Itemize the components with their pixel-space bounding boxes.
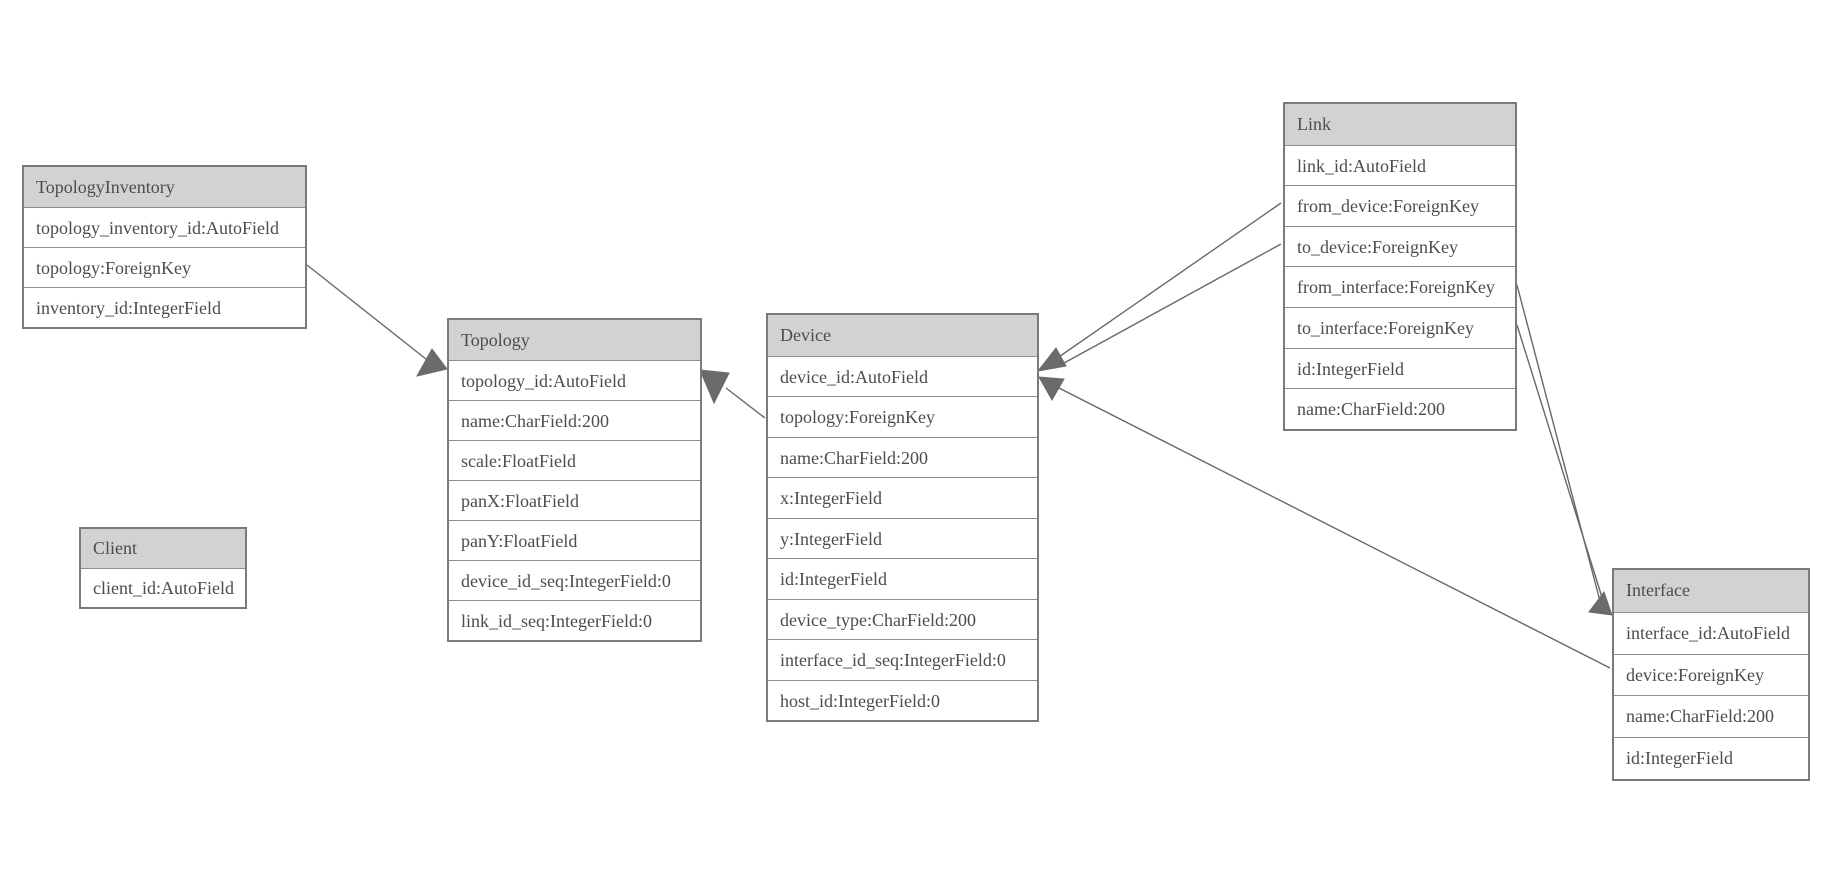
field-label: inventory_id:IntegerField (36, 298, 221, 318)
field-row: topology_id:AutoField (449, 360, 700, 400)
field-row: scale:FloatField (449, 440, 700, 480)
field-row: name:CharField:200 (1614, 695, 1808, 738)
field-label: x:IntegerField (780, 488, 882, 508)
field-label: topology:ForeignKey (780, 407, 935, 427)
field-row: interface_id_seq:IntegerField:0 (768, 639, 1037, 680)
field-label: name:CharField:200 (1297, 399, 1445, 420)
field-row: link_id_seq:IntegerField:0 (449, 600, 700, 640)
entity-title: Link (1297, 114, 1331, 134)
field-label: device:ForeignKey (1626, 664, 1764, 685)
entity-table-device[interactable]: Device device_id:AutoField topology:Fore… (766, 313, 1039, 722)
entity-title: Client (93, 538, 137, 558)
field-row: name:CharField:200 (1285, 388, 1515, 429)
field-row: id:IntegerField (1285, 347, 1515, 389)
entity-title: Topology (461, 330, 530, 350)
field-label: link_id_seq:IntegerField:0 (461, 611, 652, 631)
field-label: from_interface:ForeignKey (1297, 277, 1495, 298)
field-row: link_id:AutoField (1285, 144, 1515, 186)
field-row: from_interface:ForeignKey (1285, 266, 1515, 307)
field-label: scale:FloatField (461, 451, 576, 471)
field-row: client_id:AutoField (81, 568, 245, 607)
field-row: to_device:ForeignKey (1285, 225, 1515, 267)
field-label: name:CharField:200 (1626, 706, 1774, 727)
entity-header-interface[interactable]: Interface (1614, 570, 1808, 612)
edge-link-todevice-to-device (1054, 243, 1282, 369)
entity-title: Device (780, 325, 831, 345)
field-row: device:ForeignKey (1614, 653, 1808, 696)
field-label: topology_id:AutoField (461, 371, 627, 391)
field-label: interface_id:AutoField (1626, 622, 1790, 643)
entity-title: Interface (1626, 580, 1690, 600)
edge-topologyinventory-to-topology (306, 264, 432, 364)
field-row: topology:ForeignKey (24, 247, 305, 287)
field-row: topology:ForeignKey (768, 396, 1037, 437)
field-row: host_id:IntegerField:0 (768, 679, 1037, 720)
entity-header-topology[interactable]: Topology (449, 320, 700, 360)
field-label: interface_id_seq:IntegerField:0 (780, 650, 1006, 670)
entity-table-topology[interactable]: Topology topology_id:AutoField name:Char… (447, 318, 702, 642)
arrowhead-device-to-topology (699, 369, 730, 405)
field-label: device_id:AutoField (780, 366, 928, 387)
field-row: x:IntegerField (768, 477, 1037, 518)
arrowhead-link-to-device (1036, 347, 1067, 372)
field-row: device_id:AutoField (768, 355, 1037, 396)
field-row: id:IntegerField (768, 558, 1037, 599)
arrowhead-topologyinventory-to-topology (416, 348, 448, 377)
field-label: id:IntegerField (780, 569, 887, 589)
field-label: id:IntegerField (1297, 358, 1404, 379)
edge-link-tointerface-to-interface (1516, 324, 1606, 608)
arrowhead-interface-to-device (1038, 376, 1065, 402)
field-row: device_type:CharField:200 (768, 598, 1037, 639)
field-label: y:IntegerField (780, 528, 882, 549)
edge-link-frominterface-to-interface (1516, 284, 1601, 602)
edge-interface-to-device (1056, 386, 1611, 669)
field-label: host_id:IntegerField:0 (780, 690, 940, 711)
entity-table-client[interactable]: Client client_id:AutoField (79, 527, 247, 609)
field-row: topology_inventory_id:AutoField (24, 207, 305, 247)
arrowhead-link-to-interface (1588, 590, 1613, 616)
field-label: from_device:ForeignKey (1297, 196, 1479, 217)
field-label: topology_inventory_id:AutoField (36, 218, 279, 238)
field-row: from_device:ForeignKey (1285, 185, 1515, 226)
entity-header-device[interactable]: Device (768, 315, 1037, 356)
entity-table-topologyinventory[interactable]: TopologyInventory topology_inventory_id:… (22, 165, 307, 329)
field-label: name:CharField:200 (461, 411, 609, 431)
edge-device-to-topology (725, 387, 766, 419)
field-row: panX:FloatField (449, 480, 700, 520)
field-label: id:IntegerField (1626, 748, 1733, 769)
field-row: name:CharField:200 (768, 436, 1037, 477)
field-label: device_id_seq:IntegerField:0 (461, 571, 671, 591)
field-row: interface_id:AutoField (1614, 611, 1808, 654)
field-label: panX:FloatField (461, 491, 579, 511)
field-row: y:IntegerField (768, 517, 1037, 558)
field-label: name:CharField:200 (780, 447, 928, 468)
field-label: client_id:AutoField (93, 578, 234, 598)
field-row: inventory_id:IntegerField (24, 287, 305, 327)
field-row: id:IntegerField (1614, 737, 1808, 779)
entity-header-client[interactable]: Client (81, 529, 245, 568)
entity-header-topologyinventory[interactable]: TopologyInventory (24, 167, 305, 207)
field-label: topology:ForeignKey (36, 258, 191, 278)
field-label: link_id:AutoField (1297, 155, 1427, 176)
entity-title: TopologyInventory (36, 177, 175, 197)
field-row: device_id_seq:IntegerField:0 (449, 560, 700, 600)
field-label: device_type:CharField:200 (780, 609, 976, 630)
field-row: panY:FloatField (449, 520, 700, 560)
field-label: panY:FloatField (461, 531, 578, 551)
field-label: to_device:ForeignKey (1297, 236, 1458, 257)
entity-table-link[interactable]: Link link_id:AutoField from_device:Forei… (1283, 102, 1517, 431)
field-label: to_interface:ForeignKey (1297, 317, 1474, 338)
field-row: to_interface:ForeignKey (1285, 306, 1515, 348)
edge-link-fromdevice-to-device (1052, 202, 1282, 362)
entity-header-link[interactable]: Link (1285, 104, 1515, 145)
entity-table-interface[interactable]: Interface interface_id:AutoField device:… (1612, 568, 1810, 781)
field-row: name:CharField:200 (449, 400, 700, 440)
